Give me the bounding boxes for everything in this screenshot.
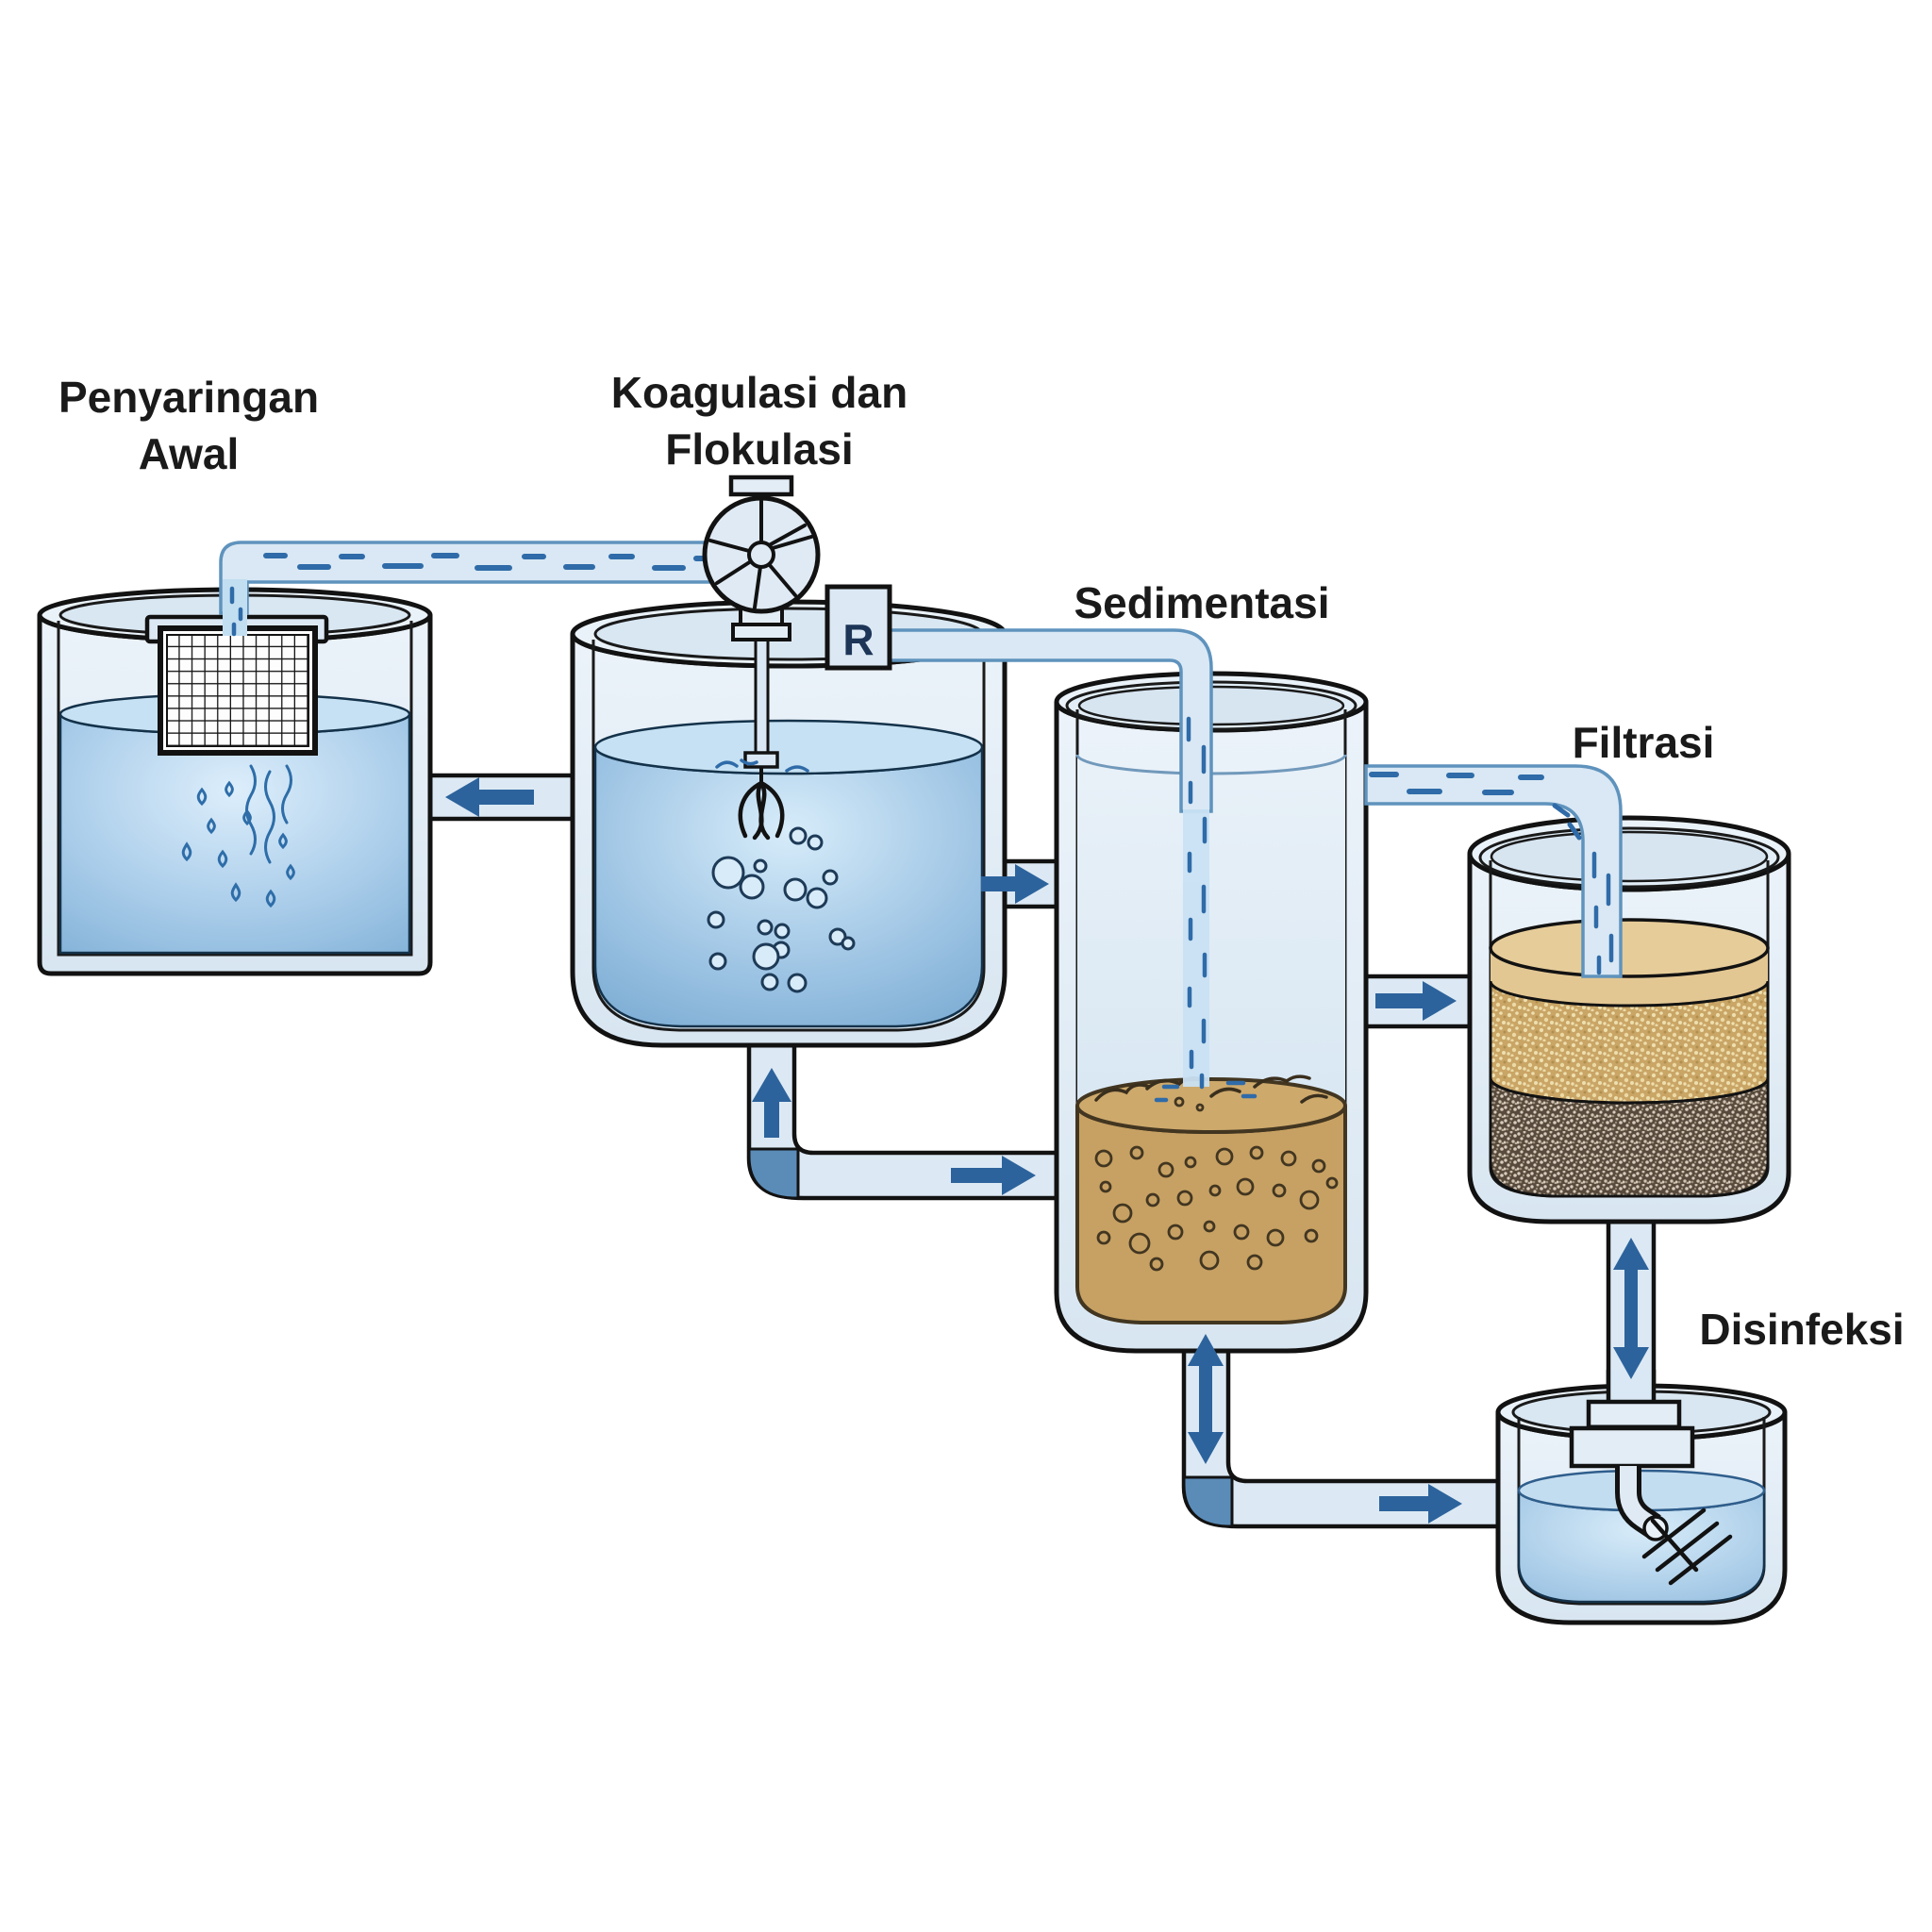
- pipe-water-dashes: [1369, 772, 1614, 975]
- flow-arrow-right-icon: [981, 864, 1049, 904]
- gravel-layer: [1489, 1077, 1770, 1198]
- label-koagulasi-line2: Flokulasi: [665, 425, 853, 474]
- dispenser-unit: [1569, 1399, 1695, 1469]
- label-koagulasi-line1: Koagulasi dan: [611, 368, 908, 417]
- dispenser-lower: [1569, 1425, 1695, 1469]
- label-penyaringan-awal-line2: Awal: [139, 429, 240, 478]
- pipe-elbow-corner: [1182, 1475, 1234, 1528]
- reagent-box: R: [824, 584, 892, 671]
- pipe-elbow-corner: [747, 1147, 800, 1200]
- label-filtrasi: Filtrasi: [1573, 718, 1715, 767]
- sediment-layer: [1075, 1074, 1347, 1324]
- water-droplets-icon: [181, 764, 295, 908]
- tank-inner-wall: [57, 621, 413, 957]
- stage-labels: Penyaringan Awal Koagulasi dan Flokulasi…: [58, 368, 1905, 1354]
- pre-screening-tank: [37, 587, 433, 976]
- wheel-spokes: [708, 499, 813, 609]
- reagent-box-label: R: [842, 615, 874, 664]
- bubbles-icon: [707, 826, 856, 993]
- spray-lines-icon: [1641, 1507, 1733, 1586]
- filtration-tank: [1467, 815, 1791, 1224]
- mixer-assembly: [702, 475, 821, 841]
- sand-surface: [1489, 918, 1770, 978]
- water-surface: [593, 719, 984, 775]
- mesh-screen-icon: [144, 614, 329, 756]
- flow-arrows: [445, 777, 1649, 1524]
- tank-inner-wall: [591, 640, 986, 1032]
- flow-arrow-left-icon: [445, 777, 534, 817]
- mixer-flange: [731, 623, 791, 641]
- flow-arrow-right-icon: [1375, 981, 1457, 1021]
- mixer-shaft: [754, 636, 770, 757]
- flow-arrow-vertical-double-icon: [1188, 1334, 1224, 1464]
- pipe-sedimentasi-to-filtrasi-top: [1364, 764, 1623, 978]
- flow-arrow-vertical-double-icon: [1613, 1238, 1649, 1379]
- wheel-hub: [747, 541, 775, 569]
- flow-arrow-right-icon: [951, 1156, 1036, 1195]
- tank-rim-inner: [1490, 830, 1769, 883]
- disinfection-tank: [1495, 1370, 1788, 1625]
- sprayer-nozzle-icon: [1615, 1466, 1669, 1541]
- stirrer-whisk-icon: [738, 780, 785, 841]
- coagulation-tank: [570, 599, 1008, 1048]
- pipe-water-dashes: [229, 553, 716, 637]
- label-penyaringan-awal-line1: Penyaringan: [58, 373, 319, 422]
- stream-dashes: [1154, 716, 1257, 1103]
- falling-stream: [1183, 809, 1209, 1087]
- label-disinfeksi: Disinfeksi: [1699, 1305, 1904, 1354]
- label-sedimentasi: Sedimentasi: [1074, 578, 1330, 627]
- wheel-top-cap: [728, 475, 794, 497]
- flow-arrow-up-icon: [752, 1068, 791, 1138]
- pipe-inlet-to-penyaringan: [219, 541, 752, 637]
- pipe-reagent-to-sedimentasi: [887, 628, 1257, 1103]
- sediment-particles: [1094, 1096, 1339, 1272]
- flow-arrow-right-icon: [1379, 1484, 1462, 1524]
- surface-ripples: [715, 758, 809, 773]
